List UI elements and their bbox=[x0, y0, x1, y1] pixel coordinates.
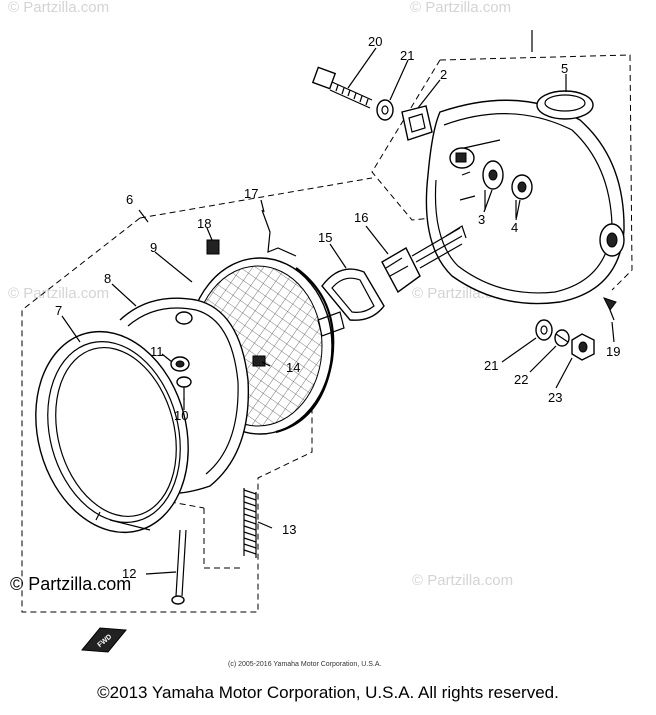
watermark-bottom-right: © Partzilla.com bbox=[412, 572, 513, 589]
callout-8: 8 bbox=[104, 271, 111, 286]
clip-part-18 bbox=[206, 239, 220, 255]
socket-cover-part-15 bbox=[321, 268, 385, 321]
callout-7: 7 bbox=[55, 303, 62, 318]
washer-part-21-lower bbox=[535, 319, 553, 341]
callout-2: 2 bbox=[440, 67, 447, 82]
leader-lines bbox=[61, 47, 615, 575]
callout-3: 3 bbox=[478, 212, 485, 227]
grommet-part-2 bbox=[401, 105, 433, 141]
lockwasher-part-22 bbox=[554, 329, 570, 347]
callout-15: 15 bbox=[318, 230, 332, 245]
callout-14: 14 bbox=[286, 360, 300, 375]
callout-18: 18 bbox=[197, 216, 211, 231]
collar-part-4 bbox=[511, 174, 533, 218]
washer-hole-21-upper bbox=[381, 105, 389, 115]
forward-arrow-icon: FWD bbox=[81, 627, 127, 653]
watermark-mid-left: © Partzilla.com bbox=[8, 285, 109, 302]
screw-part-19 bbox=[603, 297, 617, 321]
credit-line: (c) 2005-2016 Yamaha Motor Corporation, … bbox=[228, 661, 381, 668]
callout-21-upper: 21 bbox=[400, 48, 414, 63]
nut-part-23 bbox=[571, 333, 595, 361]
callout-17: 17 bbox=[244, 186, 258, 201]
collar-part-3 bbox=[482, 160, 504, 210]
callout-10: 10 bbox=[174, 408, 188, 423]
nut-part-11 bbox=[170, 356, 190, 372]
callout-22: 22 bbox=[514, 372, 528, 387]
connector-part-16 bbox=[381, 225, 467, 294]
callout-9: 9 bbox=[150, 240, 157, 255]
watermark-top-left: © Partzilla.com bbox=[8, 0, 109, 16]
washer-part-21-upper bbox=[376, 99, 394, 121]
copyright-notice: ©2013 Yamaha Motor Corporation, U.S.A. A… bbox=[97, 683, 559, 702]
rim-part-7 bbox=[35, 330, 189, 534]
callout-11: 11 bbox=[150, 344, 164, 359]
watermark-bottom-left: © Partzilla.com bbox=[10, 574, 131, 594]
screw-part-10 bbox=[176, 376, 192, 400]
screw-part-12 bbox=[171, 529, 187, 605]
callout-13: 13 bbox=[282, 522, 296, 537]
callout-5: 5 bbox=[561, 61, 568, 76]
callout-16: 16 bbox=[354, 210, 368, 225]
callout-20: 20 bbox=[368, 34, 382, 49]
callout-6: 6 bbox=[126, 192, 133, 207]
callout-12: 12 bbox=[122, 566, 136, 581]
callout-23: 23 bbox=[548, 390, 562, 405]
bolt-part-20 bbox=[311, 66, 373, 109]
clip-part-14 bbox=[252, 355, 266, 367]
housing-part-5 bbox=[425, 90, 625, 305]
spring-wire-part-17 bbox=[261, 209, 297, 257]
callout-numbers: 20 21 2 5 3 4 6 9 8 7 11 10 14 13 12 15 … bbox=[55, 34, 620, 581]
callout-19: 19 bbox=[606, 344, 620, 359]
spring-part-13 bbox=[243, 488, 257, 558]
headlight-group-boundary bbox=[21, 177, 373, 613]
callout-4: 4 bbox=[511, 220, 518, 235]
watermark-top-right: © Partzilla.com bbox=[410, 0, 511, 16]
callout-21-lower: 21 bbox=[484, 358, 498, 373]
